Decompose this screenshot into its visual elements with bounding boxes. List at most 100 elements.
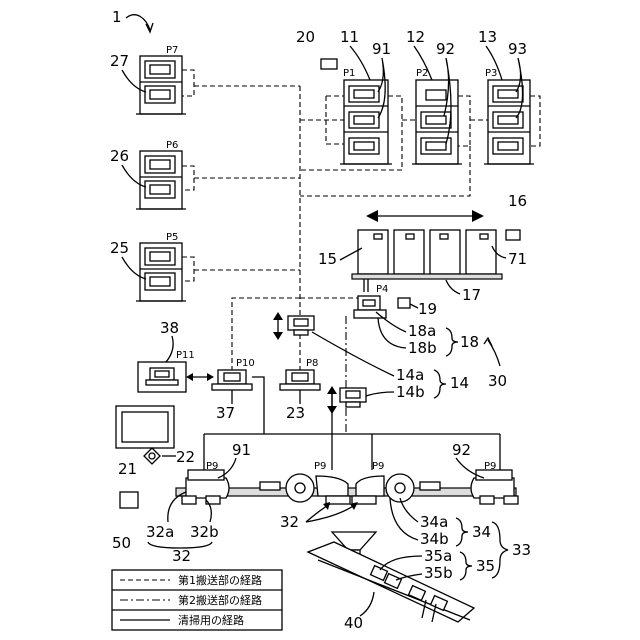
- label-14a: 14a: [396, 366, 424, 384]
- device-16: [506, 230, 520, 240]
- label-26: 26: [110, 147, 129, 165]
- label-22: 22: [176, 448, 195, 466]
- port-p10: P10: [236, 358, 255, 369]
- leader-40: [360, 592, 374, 616]
- stocker-27: [136, 56, 186, 114]
- label-32-middle: 32: [280, 513, 299, 531]
- label-34b: 34b: [420, 530, 449, 548]
- load-port-18: [354, 296, 410, 318]
- label-32b: 32b: [190, 523, 219, 541]
- label-92-top: 92: [436, 40, 455, 58]
- port-p9-d: P9: [484, 461, 496, 472]
- label-37: 37: [216, 404, 235, 422]
- port-p10-device: [212, 370, 252, 390]
- cleaning-station-38: [138, 362, 186, 392]
- label-17: 17: [462, 286, 481, 304]
- label-18a: 18a: [408, 322, 436, 340]
- label-35: 35: [476, 557, 495, 575]
- label-33: 33: [512, 541, 531, 559]
- label-32-bottom: 32: [172, 547, 191, 565]
- port-p7: P7: [166, 45, 178, 56]
- label-50: 50: [112, 534, 131, 552]
- legend-cleaning-route: 清掃用の経路: [178, 613, 244, 627]
- brace-35: [460, 552, 472, 580]
- label-32a: 32a: [146, 523, 174, 541]
- label-92-bottom: 92: [452, 441, 471, 459]
- label-38: 38: [160, 319, 179, 337]
- label-71: 71: [508, 250, 527, 268]
- label-12: 12: [406, 28, 425, 46]
- arrowhead-32-left: [323, 502, 330, 510]
- double-arrow-15: [366, 210, 484, 222]
- port-p9-b: P9: [314, 461, 326, 472]
- port-p2: P2: [416, 68, 428, 79]
- label-91-bottom: 91: [232, 441, 251, 459]
- port-p3: P3: [485, 68, 497, 79]
- label-25: 25: [110, 239, 129, 257]
- legend: 第1搬送部の経路 第2搬送部の経路 清掃用の経路: [112, 570, 282, 630]
- figure-number: 1: [112, 8, 122, 26]
- leader-18b: [378, 318, 406, 348]
- brace-18: [446, 328, 458, 356]
- label-20: 20: [296, 28, 315, 46]
- legend-first-route: 第1搬送部の経路: [178, 573, 262, 587]
- label-35a: 35a: [424, 547, 452, 565]
- label-18: 18: [460, 333, 479, 351]
- brace-34: [456, 518, 468, 546]
- label-11: 11: [340, 28, 359, 46]
- port-p9-c: P9: [372, 461, 384, 472]
- leader-30-arrowhead: [484, 338, 492, 346]
- label-27: 27: [110, 52, 129, 70]
- vehicle-14b: [340, 388, 366, 407]
- label-30: 30: [488, 372, 507, 390]
- double-arrow-p11-p10: [186, 373, 214, 381]
- arrowhead-32-right: [350, 502, 358, 510]
- processing-units-15: [352, 230, 502, 292]
- label-23: 23: [286, 404, 305, 422]
- port-p8-device: [280, 370, 320, 390]
- port-p8: P8: [306, 358, 318, 369]
- leader-30: [488, 340, 500, 366]
- label-40: 40: [344, 614, 363, 632]
- label-13: 13: [478, 28, 497, 46]
- stocker-11: [340, 80, 392, 164]
- leader-19: [410, 304, 418, 308]
- leader-14b: [366, 392, 394, 396]
- brace-14: [434, 370, 446, 398]
- label-19: 19: [418, 300, 437, 318]
- label-34a: 34a: [420, 513, 448, 531]
- device-20: [321, 59, 337, 69]
- stocker-25: [136, 243, 186, 301]
- vertical-arrow-14a: [273, 312, 283, 340]
- port-p11: P11: [176, 350, 195, 361]
- port-p6: P6: [166, 140, 178, 151]
- stocker-12: [412, 80, 462, 164]
- vehicle-14a: [288, 316, 314, 335]
- leader-38: [166, 336, 173, 362]
- leader-32-right: [306, 504, 356, 522]
- leader-14a: [312, 332, 394, 376]
- terminal-21: [116, 406, 174, 448]
- label-91-top: 91: [372, 40, 391, 58]
- label-34: 34: [472, 523, 491, 541]
- label-15: 15: [318, 250, 337, 268]
- port-p9-a: P9: [206, 461, 218, 472]
- leader-17: [446, 280, 460, 294]
- label-35b: 35b: [424, 564, 453, 582]
- label-93: 93: [508, 40, 527, 58]
- label-16: 16: [508, 192, 527, 210]
- port-p5: P5: [166, 232, 178, 243]
- stocker-26: [136, 151, 186, 209]
- label-14: 14: [450, 374, 469, 392]
- cleaning-apparatus-32: [176, 470, 518, 504]
- device-22: [144, 448, 160, 464]
- label-14b: 14b: [396, 383, 425, 401]
- port-p1: P1: [343, 68, 355, 79]
- figure-pointer-line: [126, 15, 150, 30]
- stocker-13: [484, 80, 534, 164]
- label-18b: 18b: [408, 339, 437, 357]
- legend-second-route: 第2搬送部の経路: [178, 593, 262, 607]
- device-50: [120, 492, 138, 508]
